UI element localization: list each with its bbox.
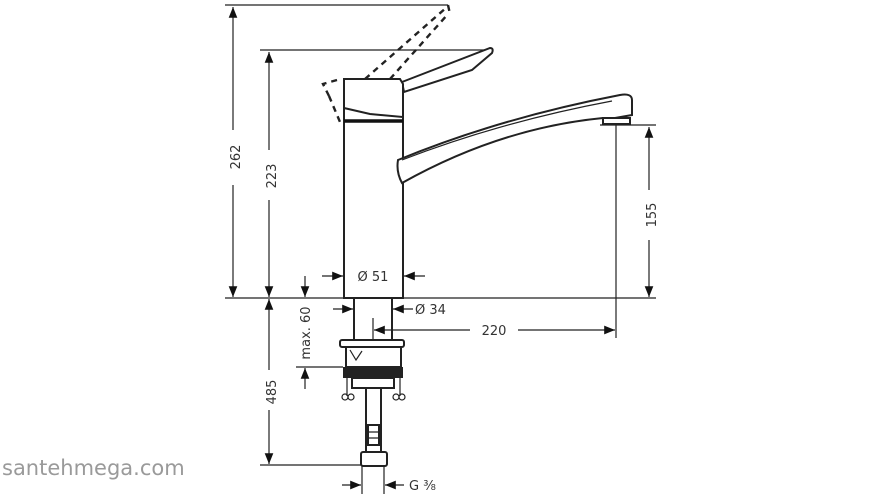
dim-51-label: Ø 51: [358, 270, 389, 285]
hose-fitting: [360, 451, 388, 467]
dim-155-label: 155: [645, 203, 660, 228]
mounting-nut: [343, 367, 403, 378]
faucet-body: [343, 120, 404, 299]
dim-34-label: Ø 34: [415, 303, 446, 318]
dim-thread-label: G ⅜: [409, 479, 436, 494]
watermark: santehmega.com: [2, 456, 185, 480]
aerator: [602, 117, 631, 125]
lever-alt-position: [321, 4, 452, 123]
dim-485-label: 485: [265, 380, 280, 405]
dim-max60-label: max. 60: [299, 306, 314, 359]
dim-262-label: 262: [229, 145, 244, 170]
spout: [396, 93, 633, 185]
mounting-plate: [339, 339, 405, 348]
dim-223-label: 223: [265, 164, 280, 189]
faucet: [339, 46, 633, 467]
lever-handle: [400, 46, 494, 94]
dim-220-label: 220: [482, 324, 507, 339]
